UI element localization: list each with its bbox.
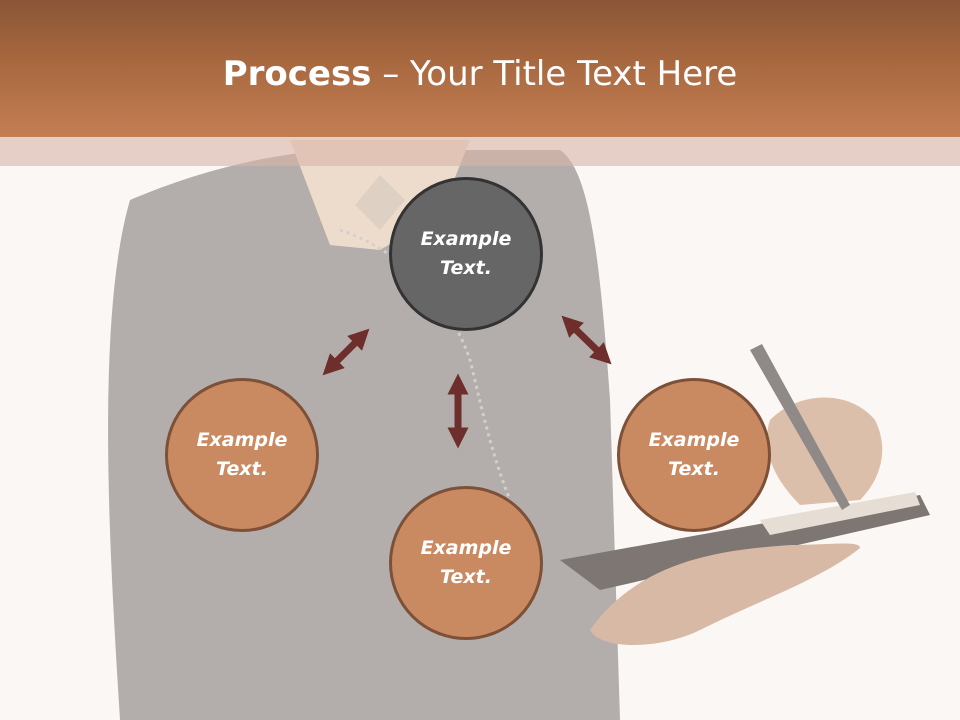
node-bottom[interactable]: Example Text. bbox=[389, 486, 543, 640]
node-right[interactable]: Example Text. bbox=[617, 378, 771, 532]
slide-title: Process – Your Title Text Here bbox=[0, 52, 960, 96]
node-left-line1: Example bbox=[196, 429, 288, 451]
notebook-pages bbox=[760, 492, 920, 535]
title-bold: Process bbox=[222, 54, 372, 94]
header-strip bbox=[0, 137, 960, 166]
node-top[interactable]: Example Text. bbox=[389, 177, 543, 331]
arrow-top-right bbox=[561, 315, 612, 365]
header-bar bbox=[0, 0, 960, 137]
node-right-line2: Text. bbox=[668, 458, 720, 480]
node-left[interactable]: Example Text. bbox=[165, 378, 319, 532]
collar-shade bbox=[355, 175, 405, 230]
node-bottom-line2: Text. bbox=[440, 566, 492, 588]
necklace bbox=[339, 228, 512, 501]
node-top-line1: Example bbox=[420, 228, 512, 250]
node-left-line2: Text. bbox=[216, 458, 268, 480]
left-hand bbox=[590, 543, 860, 645]
node-top-line2: Text. bbox=[440, 257, 492, 279]
node-bottom-line1: Example bbox=[420, 537, 512, 559]
node-right-line1: Example bbox=[648, 429, 740, 451]
arrow-top-left bbox=[322, 328, 370, 376]
pen bbox=[750, 344, 850, 510]
title-rest: – Your Title Text Here bbox=[371, 54, 738, 94]
